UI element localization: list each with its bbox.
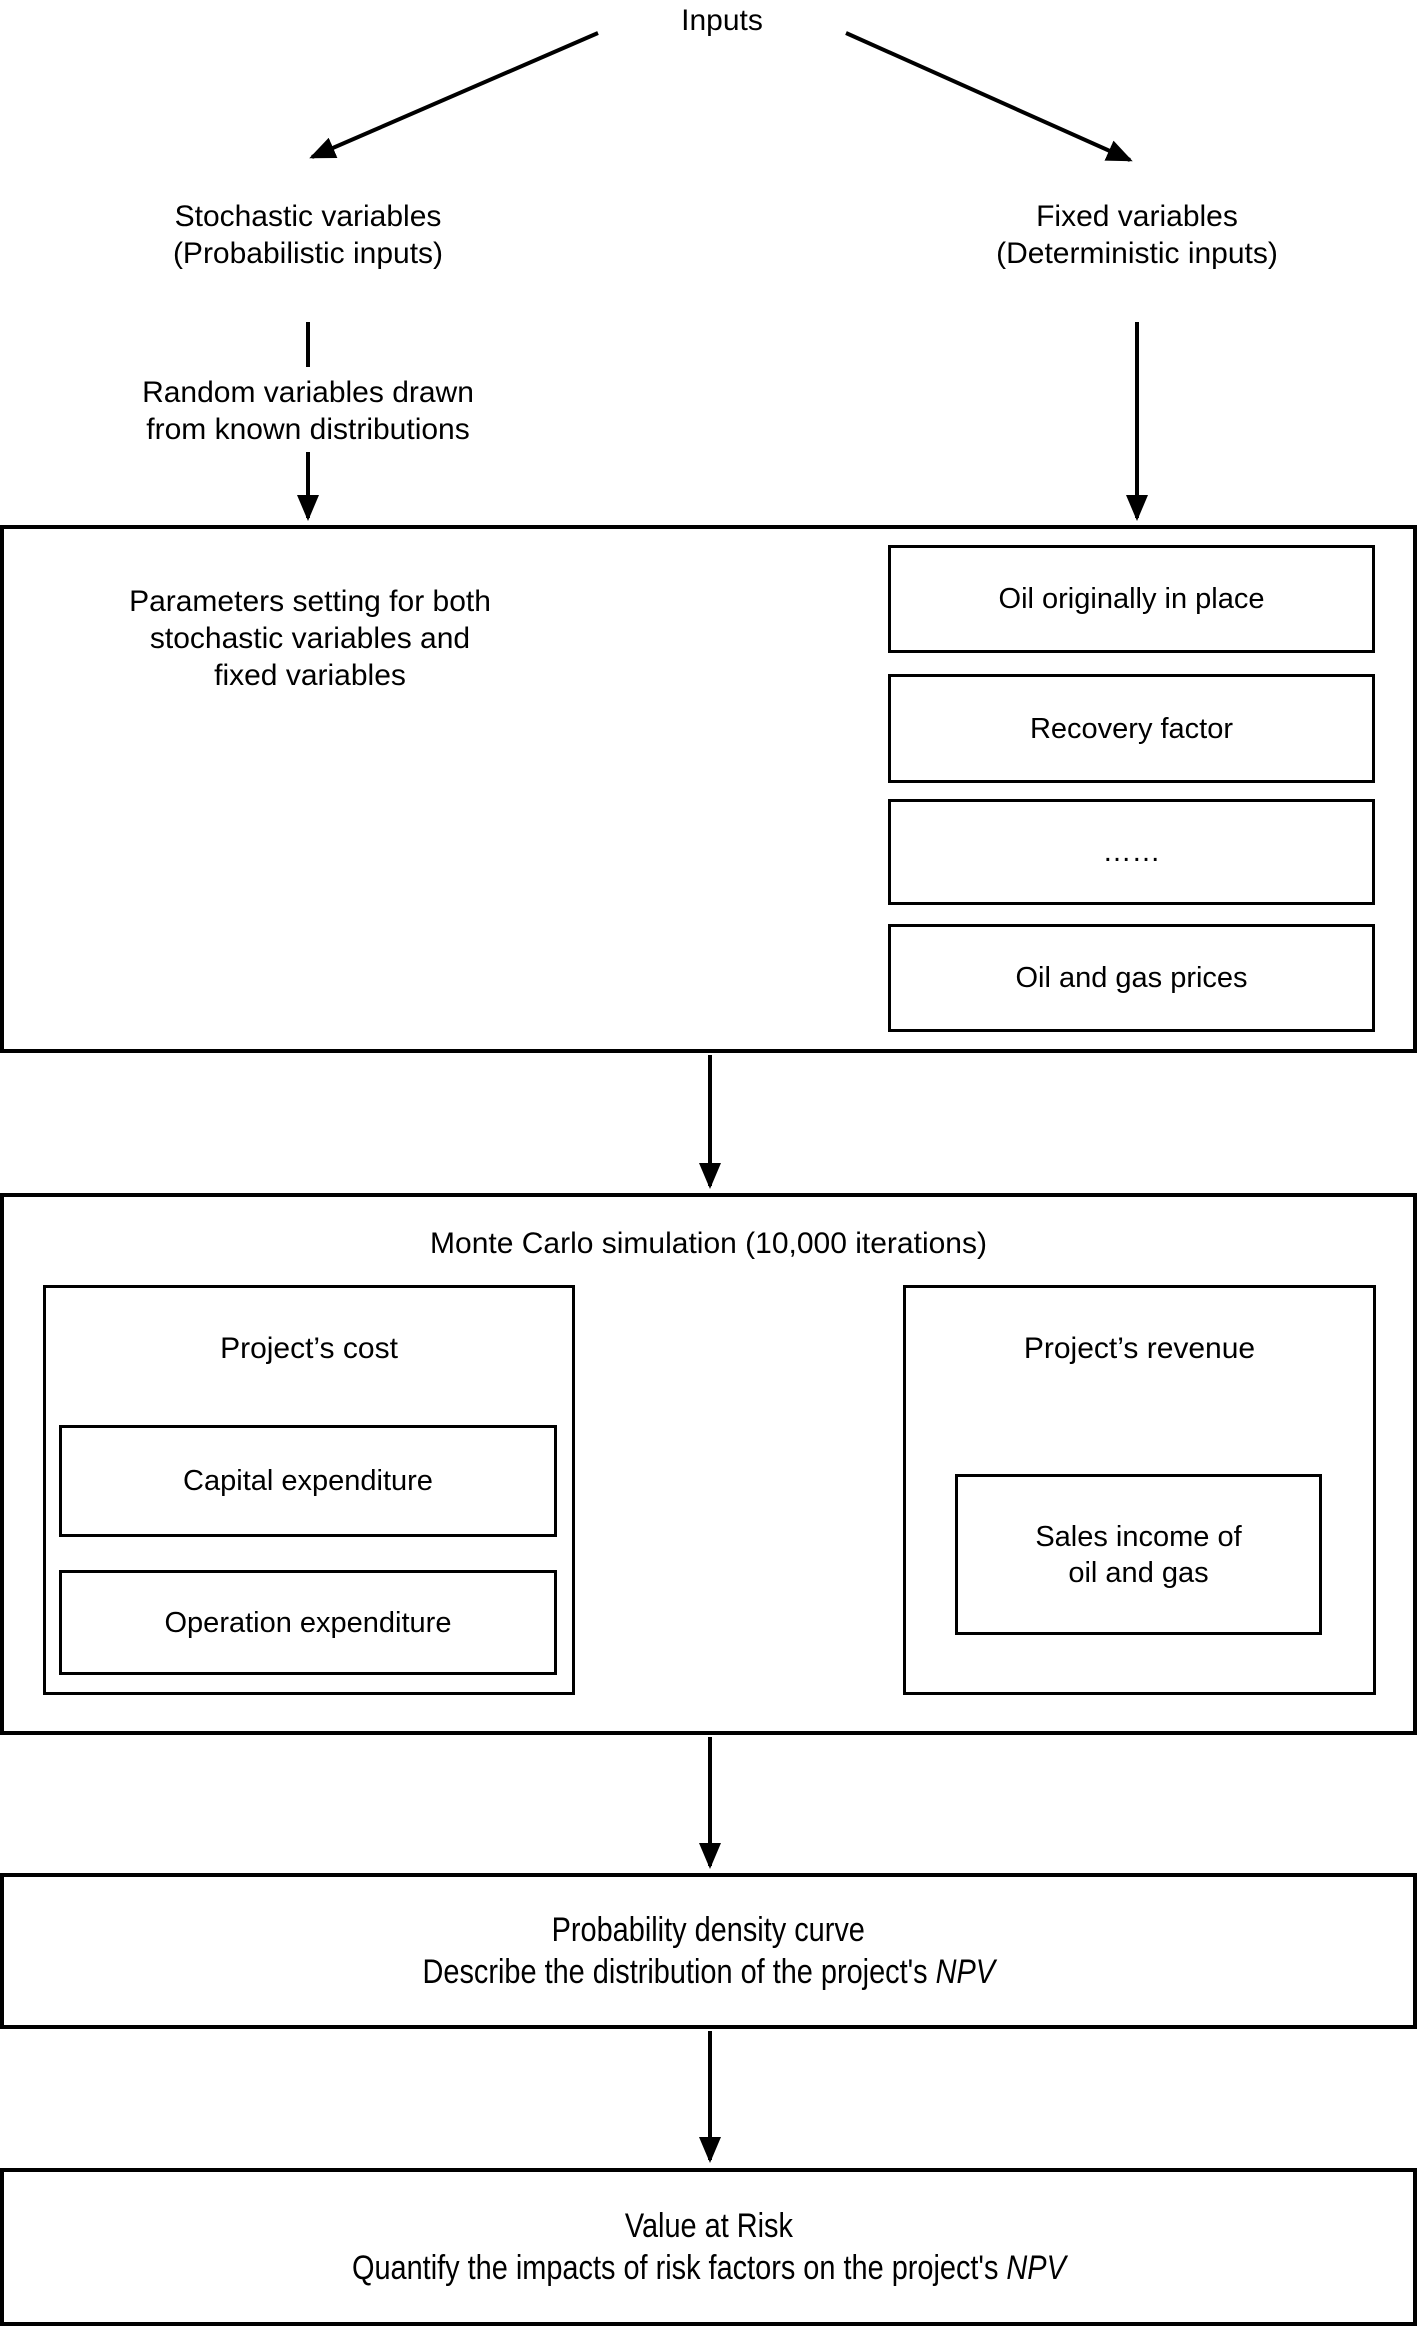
operation-expenditure-box: Operation expenditure	[59, 1570, 557, 1675]
parameters-label-line2: stochastic variables and	[149, 622, 471, 655]
var-line2-npv: NPV	[1005, 2249, 1066, 2287]
parameters-label-line3: fixed variables	[214, 659, 406, 692]
pdc-line2-npv: NPV	[935, 1953, 995, 1991]
pdc-line2: Describe the distribution of the project…	[422, 1951, 995, 1993]
var-line1-wrap: Value at Risk	[610, 2205, 808, 2247]
pdc-line2-wrap: Describe the distribution of the project…	[372, 1951, 1046, 1993]
item-recovery-factor-label: Recovery factor	[1029, 712, 1234, 745]
stochastic-variables-line1: Stochastic variables	[174, 200, 442, 233]
project-cost-label: Project’s cost	[220, 1332, 398, 1365]
operation-expenditure-label: Operation expenditure	[164, 1606, 452, 1639]
project-cost-box: Project’s cost Capital expenditure Opera…	[43, 1285, 575, 1695]
fixed-variables-label: Fixed variables (Deterministic inputs)	[907, 198, 1367, 272]
stochastic-variables-line2: (Probabilistic inputs)	[172, 237, 444, 270]
item-ellipsis-label: ……	[1102, 836, 1161, 868]
item-oil-originally-in-place-box: Oil originally in place	[888, 545, 1375, 653]
random-variables-note-line2: from known distributions	[146, 413, 470, 446]
sales-income-line2: oil and gas	[1068, 1556, 1209, 1589]
fixed-variables-line2: (Deterministic inputs)	[996, 237, 1278, 270]
item-oil-originally-in-place-label: Oil originally in place	[998, 583, 1265, 615]
sales-income-box: Sales income of oil and gas	[955, 1474, 1322, 1635]
project-revenue-label: Project’s revenue	[1023, 1332, 1256, 1365]
arrow-inputs-to-stochastic	[309, 31, 599, 159]
pdc-line1: Probability density curve	[551, 1911, 866, 1949]
inputs-label: Inputs	[681, 4, 763, 37]
var-line2-prefix: Quantify the impacts of risk factors on …	[351, 2249, 1006, 2287]
monte-carlo-box: Monte Carlo simulation (10,000 iteration…	[0, 1193, 1417, 1735]
item-ellipsis-box: ……	[888, 799, 1375, 905]
probability-density-box: Probability density curve Describe the d…	[0, 1873, 1417, 2029]
capital-expenditure-box: Capital expenditure	[59, 1425, 557, 1537]
parameters-box: Parameters setting for both stochastic v…	[0, 525, 1417, 1053]
var-line2-wrap: Quantify the impacts of risk factors on …	[289, 2247, 1129, 2289]
parameters-label-line1: Parameters setting for both	[129, 585, 491, 618]
item-recovery-factor-box: Recovery factor	[888, 674, 1375, 783]
value-at-risk-box: Value at Risk Quantify the impacts of ri…	[0, 2168, 1417, 2326]
project-revenue-box: Project’s revenue Sales income of oil an…	[903, 1285, 1376, 1695]
parameters-box-label: Parameters setting for both stochastic v…	[90, 583, 530, 694]
var-line1: Value at Risk	[624, 2207, 793, 2245]
sales-income-line1: Sales income of	[1035, 1520, 1242, 1553]
arrow-inputs-to-fixed	[845, 31, 1133, 162]
fixed-variables-line1: Fixed variables	[1036, 200, 1238, 233]
random-variables-note-line1: Random variables drawn	[142, 376, 474, 409]
item-oil-and-gas-prices-label: Oil and gas prices	[1015, 962, 1248, 994]
stochastic-variables-label: Stochastic variables (Probabilistic inpu…	[78, 198, 538, 272]
pdc-line2-prefix: Describe the distribution of the project…	[422, 1953, 936, 1991]
var-line2: Quantify the impacts of risk factors on …	[352, 2247, 1066, 2289]
pdc-line1-wrap: Probability density curve	[524, 1909, 893, 1951]
random-variables-note: Random variables drawn from known distri…	[78, 374, 538, 448]
capital-expenditure-label: Capital expenditure	[183, 1465, 433, 1497]
monte-carlo-title: Monte Carlo simulation (10,000 iteration…	[430, 1227, 987, 1260]
item-oil-and-gas-prices-box: Oil and gas prices	[888, 924, 1375, 1032]
